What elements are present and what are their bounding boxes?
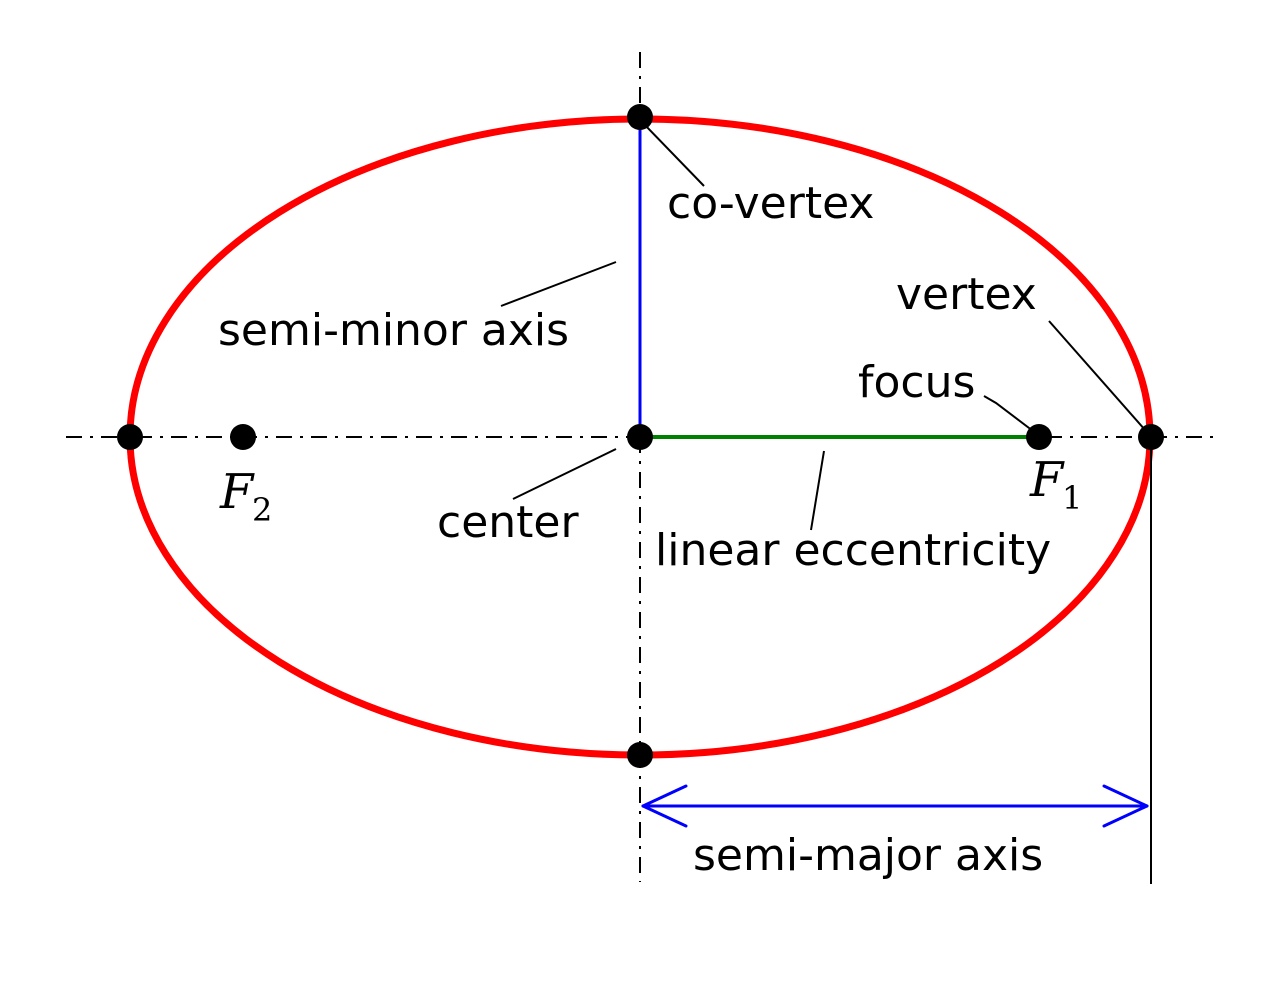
bottom-co-vertex-point xyxy=(627,742,653,768)
semi-major-axis-arrow xyxy=(641,784,1149,828)
focus-f1-subscript: 1 xyxy=(1062,479,1082,517)
right-vertex-point xyxy=(1138,424,1164,450)
semi-minor-axis-label: semi-minor axis xyxy=(218,305,569,356)
linear-eccentricity-leader xyxy=(810,450,825,531)
focus-f2-point xyxy=(230,424,256,450)
focus-f2-name: F xyxy=(219,464,255,520)
focus-f1-point xyxy=(1026,424,1052,450)
focus-f1-name: F xyxy=(1029,452,1065,508)
center-point xyxy=(627,424,653,450)
focus-leader xyxy=(983,395,1034,432)
center-label: center xyxy=(437,497,579,548)
focus-f2-subscript: 2 xyxy=(252,491,272,529)
vertex-label: vertex xyxy=(896,269,1037,320)
co-vertex-leader xyxy=(642,122,705,187)
center-leader xyxy=(512,448,617,500)
co-vertex-label: co-vertex xyxy=(667,178,874,229)
focus-f2-label: F 2 xyxy=(219,464,272,529)
focus-f1-label: F 1 xyxy=(1029,452,1082,517)
focus-label: focus xyxy=(858,357,975,408)
left-vertex-point xyxy=(117,424,143,450)
vertex-leader xyxy=(1048,320,1147,432)
linear-eccentricity-label: linear eccentricity xyxy=(655,525,1051,576)
semi-minor-leader xyxy=(500,261,617,307)
semi-major-axis-label: semi-major axis xyxy=(693,830,1043,881)
top-co-vertex-point xyxy=(627,104,653,130)
